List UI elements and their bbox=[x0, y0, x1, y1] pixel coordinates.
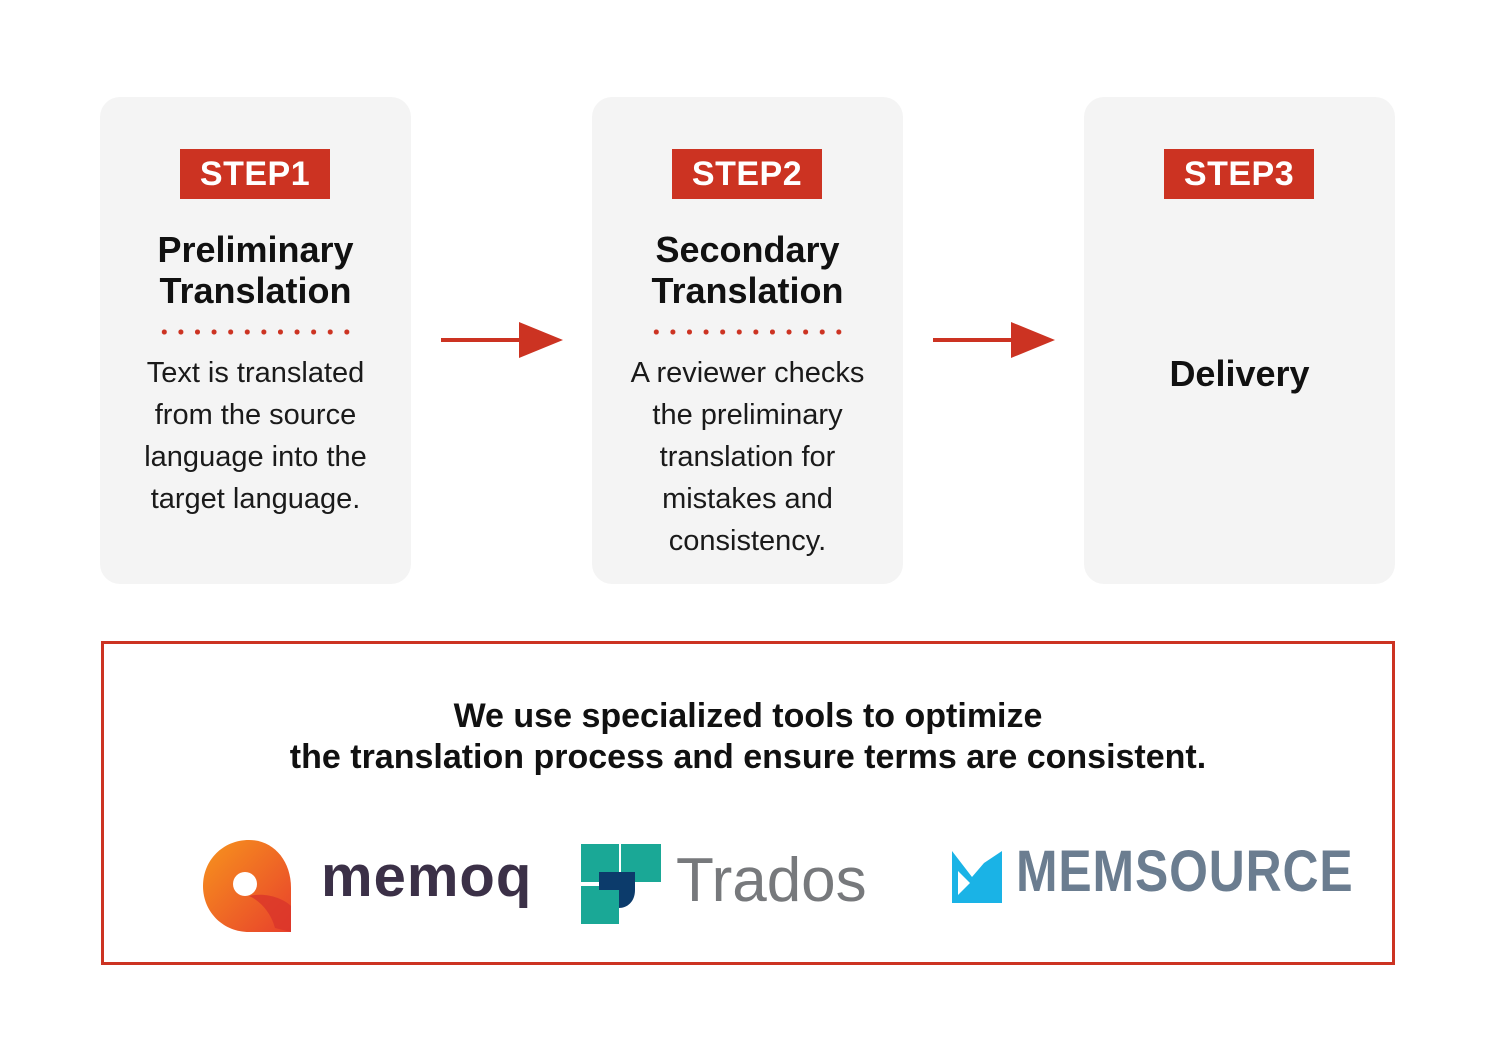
description-line: consistency. bbox=[668, 525, 827, 557]
step-card-1: STEP1 Preliminary Translation Text is tr… bbox=[100, 97, 411, 584]
step-badge: STEP1 bbox=[180, 149, 330, 199]
step-title-line: Secondary bbox=[655, 229, 840, 270]
dotted-divider bbox=[156, 329, 356, 335]
tools-heading: We use specialized tools to optimize the… bbox=[104, 696, 1392, 778]
memsource-logo: MEMSOURCE bbox=[950, 827, 1353, 927]
step-description: Text is translated from the source langu… bbox=[100, 352, 411, 520]
step-badge: STEP2 bbox=[672, 149, 822, 199]
description-line: translation for bbox=[659, 441, 836, 473]
trados-wordmark: Trados bbox=[676, 846, 867, 915]
memoq-logo-icon bbox=[203, 840, 291, 932]
step-card-2: STEP2 Secondary Translation A reviewer c… bbox=[592, 97, 903, 584]
description-line: language into the bbox=[144, 441, 367, 473]
description-line: mistakes and bbox=[662, 483, 833, 515]
description-line: A reviewer checks bbox=[630, 357, 865, 389]
memoq-wordmark: memoq bbox=[321, 844, 533, 909]
memoq-logo: memoq bbox=[199, 836, 533, 936]
dotted-divider bbox=[648, 329, 848, 335]
delivery-label: Delivery bbox=[1169, 353, 1310, 394]
right-arrow-icon bbox=[441, 322, 563, 358]
step-badge: STEP3 bbox=[1164, 149, 1314, 199]
step-description: A reviewer checks the preliminary transl… bbox=[592, 352, 903, 562]
step-title: Secondary Translation bbox=[592, 229, 903, 311]
heading-line: We use specialized tools to optimize bbox=[453, 697, 1043, 735]
memsource-wordmark: MEMSOURCE bbox=[1016, 839, 1354, 904]
description-line: target language. bbox=[150, 483, 361, 515]
step-title-line: Preliminary bbox=[157, 229, 354, 270]
description-line: from the source bbox=[154, 399, 357, 431]
step-title-line: Translation bbox=[159, 270, 352, 311]
memsource-logo-icon bbox=[952, 851, 1002, 903]
trados-logo: Trados bbox=[579, 842, 899, 932]
description-line: Text is translated bbox=[146, 357, 365, 389]
heading-line: the translation process and ensure terms… bbox=[289, 738, 1207, 776]
step-title-line: Translation bbox=[651, 270, 844, 311]
step-title: Preliminary Translation bbox=[100, 229, 411, 311]
description-line: the preliminary bbox=[652, 399, 843, 431]
trados-logo-icon bbox=[581, 844, 661, 924]
step-card-3: STEP3 Delivery bbox=[1084, 97, 1395, 584]
right-arrow-icon bbox=[933, 322, 1055, 358]
tools-panel: We use specialized tools to optimize the… bbox=[101, 641, 1395, 965]
